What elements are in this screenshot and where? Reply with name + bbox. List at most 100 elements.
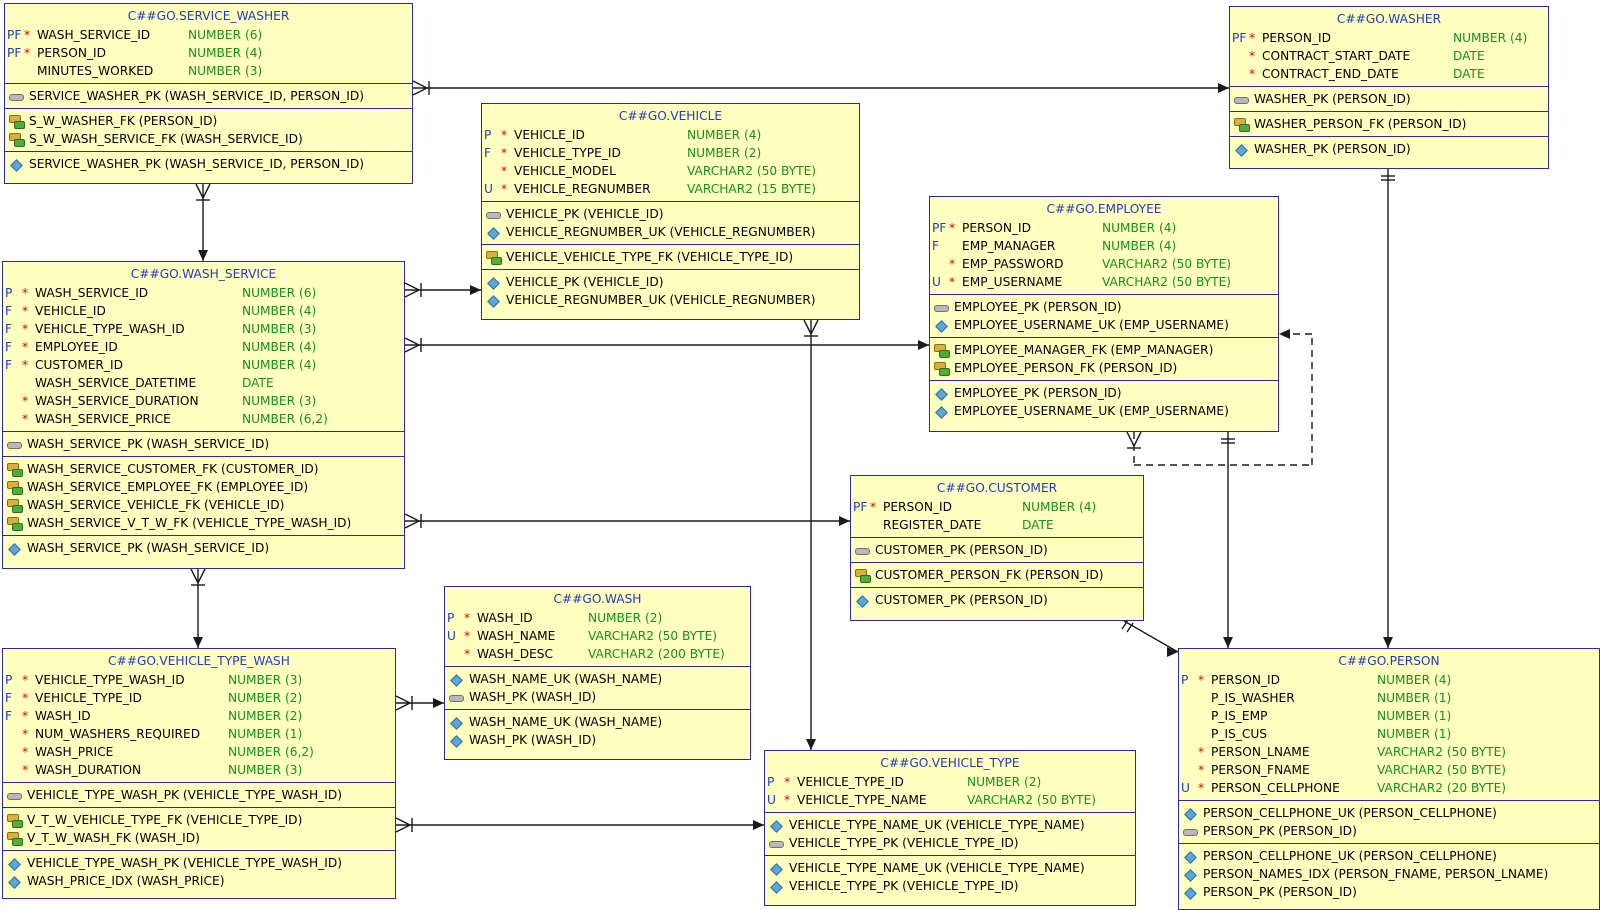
constraint-row[interactable]: PERSON_NAMES_IDX (PERSON_FNAME, PERSON_L… [1179, 865, 1599, 883]
constraint-row[interactable]: CUSTOMER_PK (PERSON_ID) [851, 541, 1143, 559]
constraint-row[interactable]: V_T_W_WASH_FK (WASH_ID) [3, 829, 395, 847]
constraint-row[interactable]: CUSTOMER_PK (PERSON_ID) [851, 591, 1143, 609]
constraint-row[interactable]: S_W_WASHER_FK (PERSON_ID) [5, 112, 412, 130]
constraint-row[interactable]: S_W_WASH_SERVICE_FK (WASH_SERVICE_ID) [5, 130, 412, 148]
constraint-row[interactable]: WASH_PK (WASH_ID) [445, 688, 750, 706]
constraint-row[interactable]: WASH_SERVICE_V_T_W_FK (VEHICLE_TYPE_WASH… [3, 514, 404, 532]
constraint-row[interactable]: VEHICLE_TYPE_NAME_UK (VEHICLE_TYPE_NAME) [765, 816, 1135, 834]
constraint-row[interactable]: VEHICLE_TYPE_PK (VEHICLE_TYPE_ID) [765, 834, 1135, 852]
constraint-row[interactable]: EMPLOYEE_PK (PERSON_ID) [930, 384, 1278, 402]
constraint-row[interactable]: V_T_W_VEHICLE_TYPE_FK (VEHICLE_TYPE_ID) [3, 811, 395, 829]
constraint-row[interactable]: PERSON_CELLPHONE_UK (PERSON_CELLPHONE) [1179, 804, 1599, 822]
constraint-row[interactable]: VEHICLE_TYPE_PK (VEHICLE_TYPE_ID) [765, 877, 1135, 895]
constraint-row[interactable]: WASHER_PERSON_FK (PERSON_ID) [1230, 115, 1548, 133]
index-diamond-icon [769, 862, 783, 874]
constraint-row[interactable]: SERVICE_WASHER_PK (WASH_SERVICE_ID, PERS… [5, 87, 412, 105]
constraint-row[interactable]: WASH_NAME_UK (WASH_NAME) [445, 713, 750, 731]
constraint-row[interactable]: WASH_PRICE_IDX (WASH_PRICE) [3, 872, 395, 890]
constraint-row[interactable]: EMPLOYEE_USERNAME_UK (EMP_USERNAME) [930, 316, 1278, 334]
constraint-row[interactable]: WASH_SERVICE_VEHICLE_FK (VEHICLE_ID) [3, 496, 404, 514]
constraint-row[interactable]: PERSON_PK (PERSON_ID) [1179, 822, 1599, 840]
constraint-row[interactable]: WASH_NAME_UK (WASH_NAME) [445, 670, 750, 688]
constraint-row[interactable]: VEHICLE_PK (VEHICLE_ID) [482, 205, 859, 223]
constraint-row[interactable]: PERSON_PK (PERSON_ID) [1179, 883, 1599, 901]
constraint-row[interactable]: VEHICLE_REGNUMBER_UK (VEHICLE_REGNUMBER) [482, 291, 859, 309]
constraint-row[interactable]: WASHER_PK (PERSON_ID) [1230, 140, 1548, 158]
constraint-row[interactable]: WASH_PK (WASH_ID) [445, 731, 750, 749]
constraint-row[interactable]: VEHICLE_TYPE_WASH_PK (VEHICLE_TYPE_WASH_… [3, 854, 395, 872]
constraint-row[interactable]: WASH_SERVICE_EMPLOYEE_FK (EMPLOYEE_ID) [3, 478, 404, 496]
constraint-row[interactable]: EMPLOYEE_PERSON_FK (PERSON_ID) [930, 359, 1278, 377]
constraint-row[interactable]: WASH_SERVICE_PK (WASH_SERVICE_ID) [3, 539, 404, 557]
constraint-row[interactable]: CUSTOMER_PERSON_FK (PERSON_ID) [851, 566, 1143, 584]
constraint-row[interactable]: PERSON_CELLPHONE_UK (PERSON_CELLPHONE) [1179, 847, 1599, 865]
constraint-row[interactable]: WASH_SERVICE_CUSTOMER_FK (CUSTOMER_ID) [3, 460, 404, 478]
constraint-row[interactable]: VEHICLE_REGNUMBER_UK (VEHICLE_REGNUMBER) [482, 223, 859, 241]
constraint-text: V_T_W_WASH_FK (WASH_ID) [27, 831, 200, 845]
constraint-row[interactable]: VEHICLE_PK (VEHICLE_ID) [482, 273, 859, 291]
constraint-row[interactable]: WASH_SERVICE_PK (WASH_SERVICE_ID) [3, 435, 404, 453]
constraint-row[interactable]: VEHICLE_VEHICLE_TYPE_FK (VEHICLE_TYPE_ID… [482, 248, 859, 266]
constraint-row[interactable]: VEHICLE_TYPE_NAME_UK (VEHICLE_TYPE_NAME) [765, 859, 1135, 877]
constraint-row[interactable]: VEHICLE_TYPE_WASH_PK (VEHICLE_TYPE_WASH_… [3, 786, 395, 804]
constraint-row[interactable]: WASHER_PK (PERSON_ID) [1230, 90, 1548, 108]
constraint-row[interactable]: EMPLOYEE_PK (PERSON_ID) [930, 298, 1278, 316]
constraint-row[interactable]: EMPLOYEE_USERNAME_UK (EMP_USERNAME) [930, 402, 1278, 420]
relationship-connector [404, 337, 420, 346]
constraint-row[interactable]: SERVICE_WASHER_PK (WASH_SERVICE_ID, PERS… [5, 155, 412, 173]
constraint-row[interactable]: EMPLOYEE_MANAGER_FK (EMP_MANAGER) [930, 341, 1278, 359]
